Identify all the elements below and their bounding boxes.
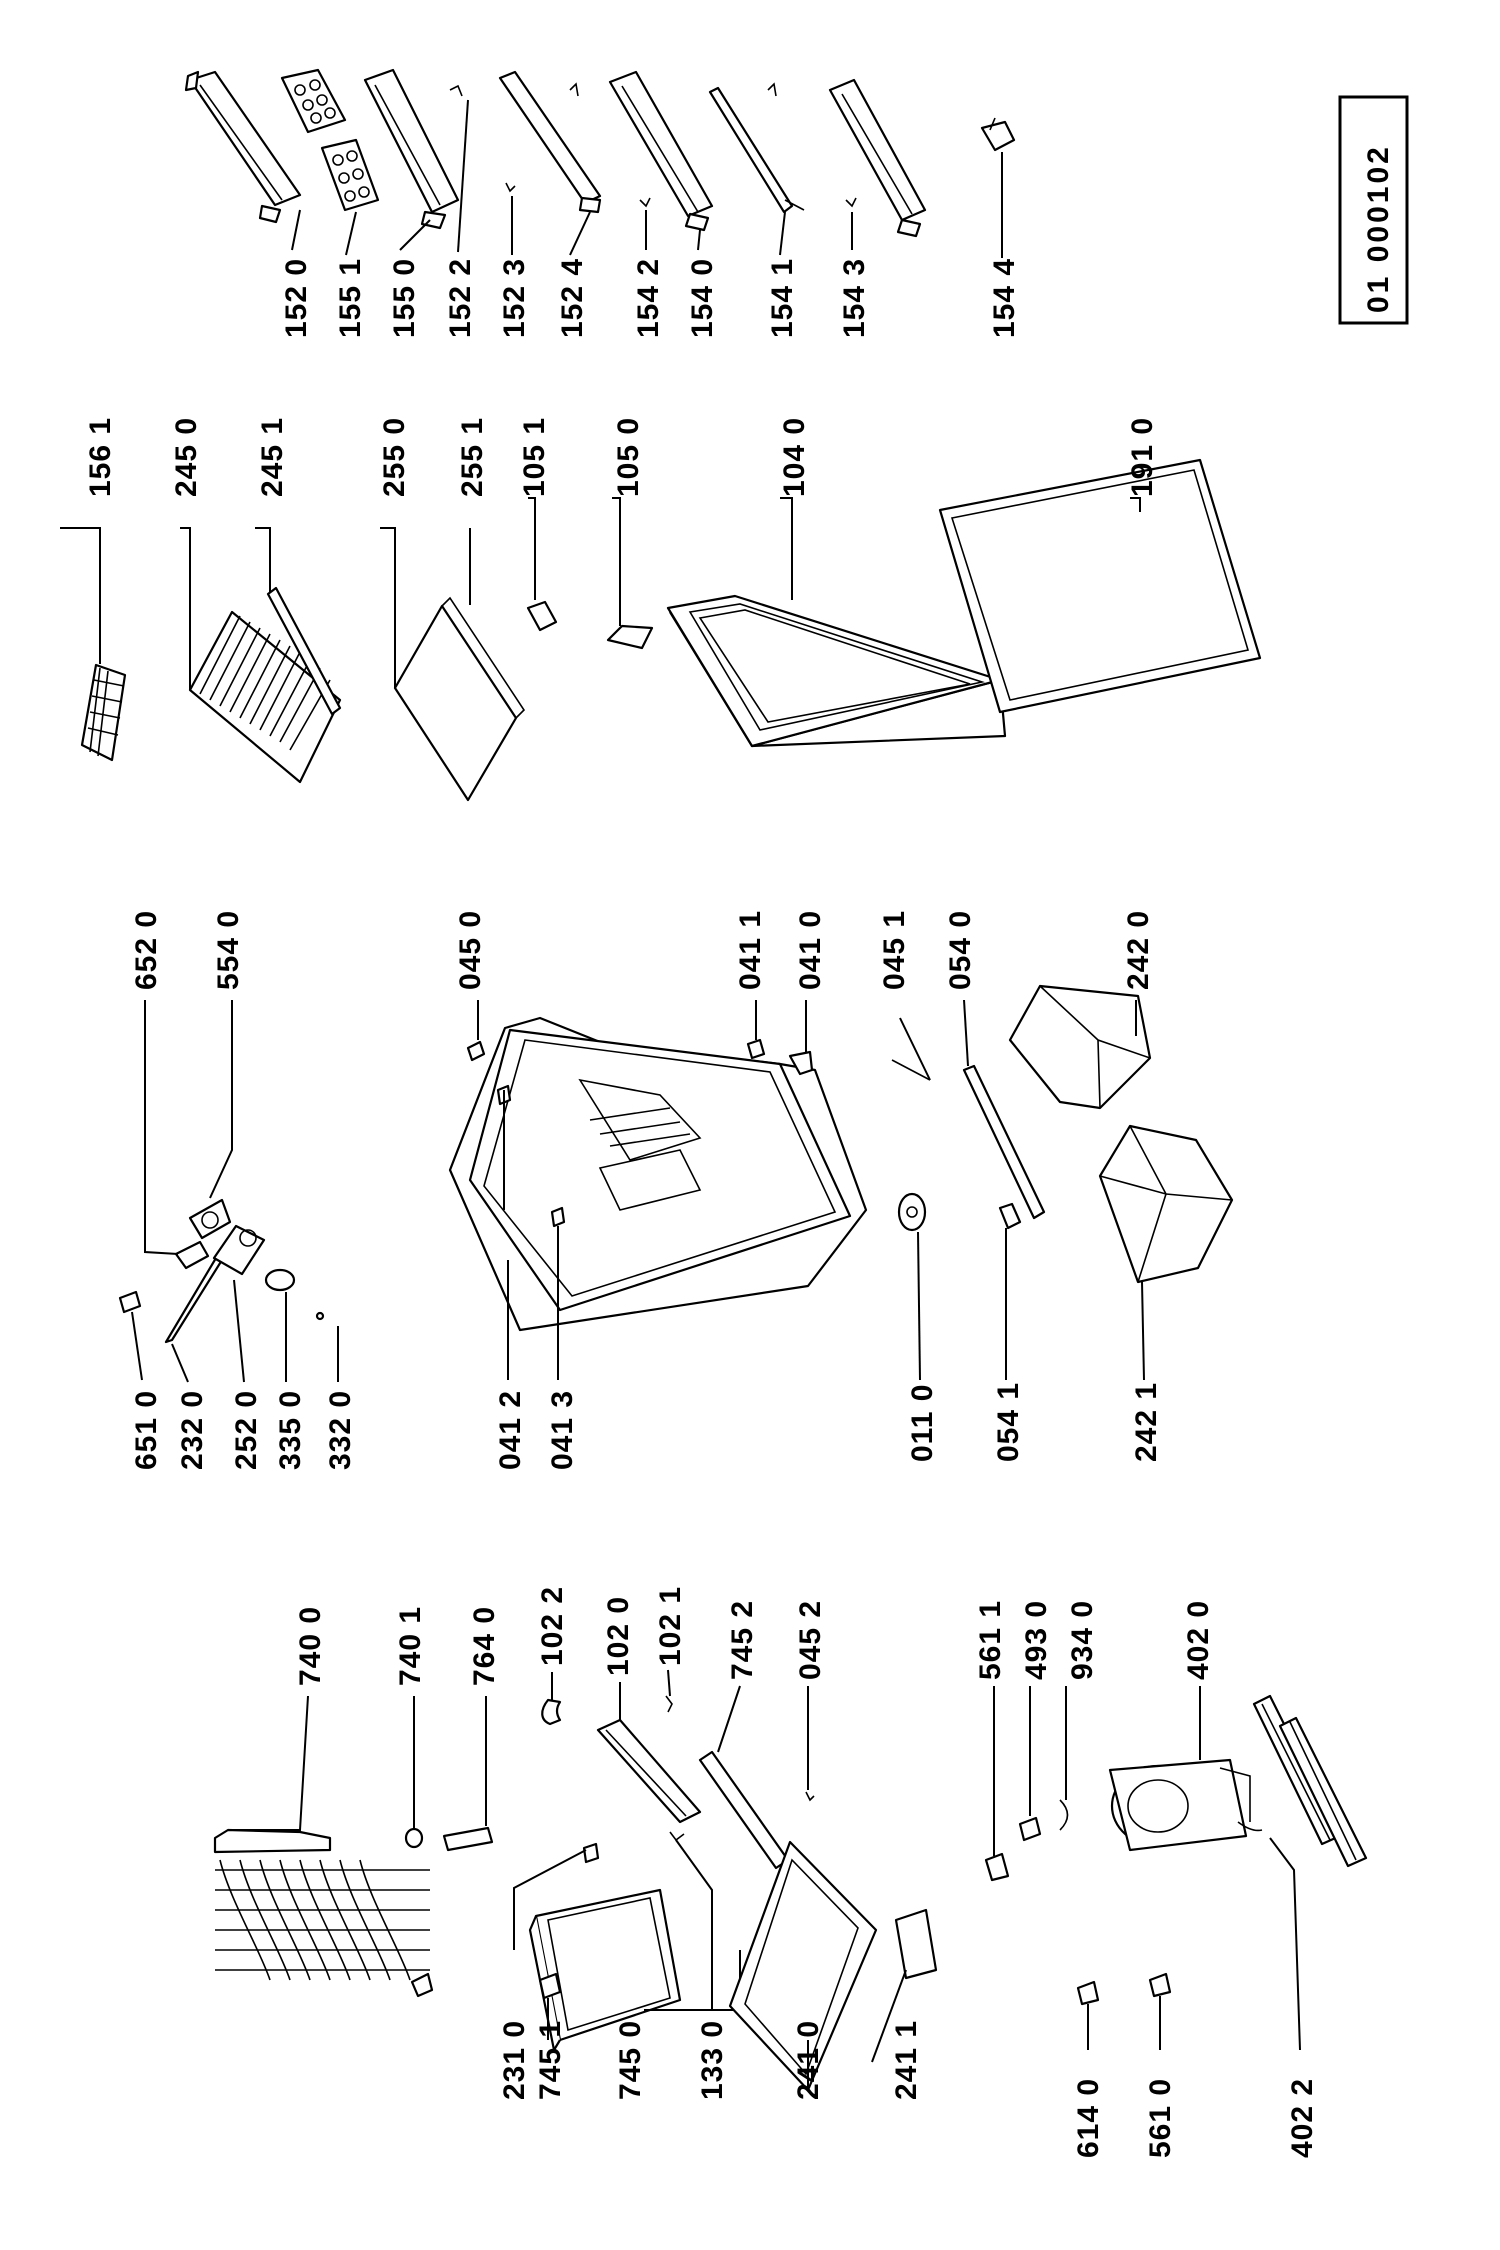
label-745-1: 745 1 [534, 2020, 567, 2100]
label-154-2: 154 2 [632, 258, 665, 338]
label-745-0: 745 0 [614, 2020, 647, 2100]
label-152-0: 152 0 [280, 258, 313, 338]
cooling-components-group [213, 1669, 1368, 2092]
clip-part [980, 117, 1016, 152]
label-054-0: 054 0 [944, 910, 977, 990]
label-105-1: 105 1 [518, 417, 551, 497]
label-156-1: 156 1 [84, 417, 117, 497]
label-155-0: 155 0 [388, 258, 421, 338]
door-accessories-group [184, 68, 1016, 258]
evaporator-part [213, 1828, 434, 1998]
label-045-2: 045 2 [794, 1600, 827, 1680]
compressor-rail-part [1252, 1694, 1368, 1868]
label-652-0: 652 0 [130, 910, 163, 990]
label-764-0: 764 0 [468, 1606, 501, 1686]
label-155-1: 155 1 [334, 258, 367, 338]
crisper-box-part [1008, 984, 1152, 1110]
label-245-1: 245 1 [256, 417, 289, 497]
label-651-0: 651 0 [130, 1390, 163, 1470]
shelves-door-group [60, 458, 1262, 802]
label-191-0: 191 0 [1126, 417, 1159, 497]
drawer-tray-part [728, 1840, 878, 2092]
door-frame-part [666, 594, 1007, 748]
balcony-part-4 [828, 78, 927, 238]
wire-shelf-part [188, 610, 342, 784]
label-041-2: 041 2 [494, 1390, 527, 1470]
label-614-0: 614 0 [1072, 2078, 1105, 2158]
label-335-0: 335 0 [274, 1390, 307, 1470]
label-402-2: 402 2 [1286, 2078, 1319, 2158]
label-152-2: 152 2 [444, 258, 477, 338]
label-332-0: 332 0 [324, 1390, 357, 1470]
balcony-part-2 [363, 68, 460, 230]
door-bar-part [498, 70, 602, 214]
label-242-0: 242 0 [1122, 910, 1155, 990]
label-041-1: 041 1 [734, 910, 767, 990]
label-133-0: 133 0 [696, 2020, 729, 2100]
label-231-0: 231 0 [498, 2020, 531, 2100]
crisper-box-part-2 [1098, 1124, 1234, 1284]
label-154-0: 154 0 [686, 258, 719, 338]
label-252-0: 252 0 [230, 1390, 263, 1470]
label-045-1: 045 1 [878, 910, 911, 990]
label-102-1: 102 1 [654, 1586, 687, 1666]
diagram-code: 01 000102 [1362, 144, 1395, 313]
label-255-1: 255 1 [456, 417, 489, 497]
rod-part [708, 82, 805, 214]
label-102-2: 102 2 [536, 1586, 569, 1666]
label-041-0: 041 0 [794, 910, 827, 990]
label-105-0: 105 0 [612, 417, 645, 497]
compressor-part [1108, 1758, 1251, 1852]
cabinet-group [118, 984, 1234, 1383]
glass-shelf-part [393, 596, 526, 802]
label-934-0: 934 0 [1066, 1600, 1099, 1680]
label-102-0: 102 0 [602, 1596, 635, 1676]
label-232-0: 232 0 [176, 1390, 209, 1470]
label-493-0: 493 0 [1020, 1600, 1053, 1680]
balcony-shelf-part [184, 70, 302, 224]
egg-tray-part [280, 68, 380, 212]
label-041-3: 041 3 [546, 1390, 579, 1470]
small-rack-part [80, 663, 127, 762]
label-745-2: 745 2 [726, 1600, 759, 1680]
door-gasket-part [938, 458, 1262, 714]
label-242-1: 242 1 [1130, 1382, 1163, 1462]
diagram-code-box: 01 000102 [1338, 95, 1409, 325]
label-255-0: 255 0 [378, 417, 411, 497]
label-740-0: 740 0 [294, 1606, 327, 1686]
label-154-3: 154 3 [838, 258, 871, 338]
label-241-0: 241 0 [792, 2020, 825, 2100]
label-154-1: 154 1 [766, 258, 799, 338]
label-561-0: 561 0 [1144, 2078, 1177, 2158]
label-104-0: 104 0 [778, 417, 811, 497]
label-152-4: 152 4 [556, 258, 589, 338]
label-152-3: 152 3 [498, 258, 531, 338]
label-154-4: 154 4 [988, 258, 1021, 338]
label-241-1: 241 1 [890, 2020, 923, 2100]
label-054-1: 054 1 [992, 1382, 1025, 1462]
label-011-0: 011 0 [906, 1384, 939, 1462]
label-554-0: 554 0 [212, 910, 245, 990]
balcony-part-3 [608, 70, 714, 232]
label-245-0: 245 0 [170, 417, 203, 497]
cabinet-body-part [448, 1016, 868, 1332]
label-402-0: 402 0 [1182, 1600, 1215, 1680]
label-740-1: 740 1 [394, 1606, 427, 1686]
label-561-1: 561 1 [974, 1600, 1007, 1680]
label-045-0: 045 0 [454, 910, 487, 990]
